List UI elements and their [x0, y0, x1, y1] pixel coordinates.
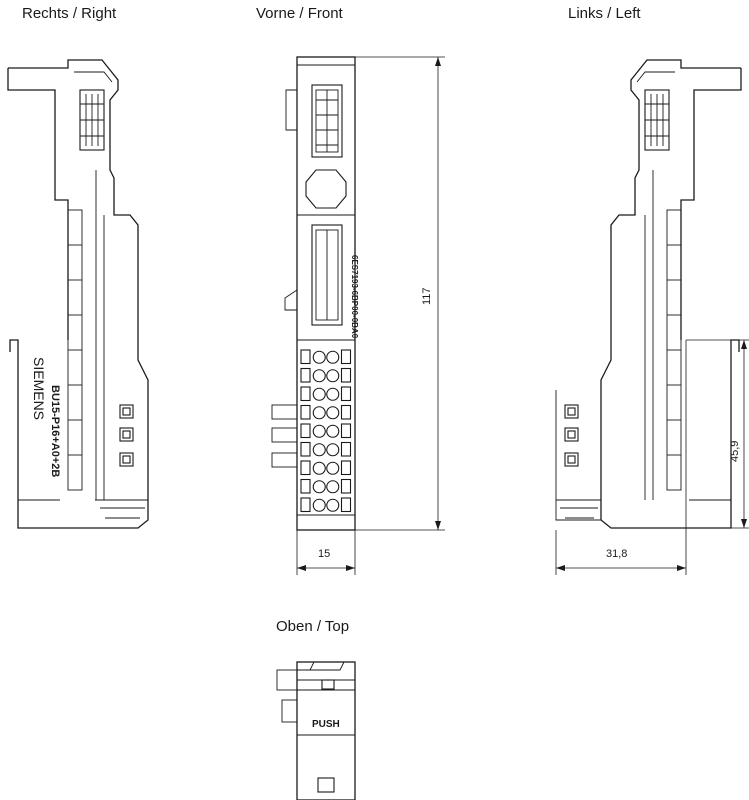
height-dimension-value: 117 — [421, 287, 433, 305]
brand-label: SIEMENS — [31, 357, 47, 420]
terminal-release-slot — [300, 404, 311, 420]
terminal-hole — [326, 350, 340, 364]
dimension-width-front — [296, 530, 356, 575]
article-number-label: 6ES7193-6BP00-0BA0 — [350, 255, 359, 339]
title-left-view: Links / Left — [568, 5, 641, 22]
terminal-hole — [312, 424, 326, 438]
terminal-hole — [312, 350, 326, 364]
terminal-release-slot — [300, 349, 311, 365]
terminal-hole — [312, 406, 326, 420]
terminal-hole — [326, 424, 340, 438]
terminal-hole — [326, 369, 340, 383]
top-view — [276, 661, 356, 800]
terminal-release-slot — [300, 460, 311, 476]
dimension-depth — [555, 340, 687, 575]
terminal-release-slot — [340, 386, 352, 402]
model-label: BU15-P16+A0+2B — [49, 385, 61, 477]
terminal-hole — [326, 461, 340, 475]
terminal-hole — [312, 461, 326, 475]
left-side-view — [555, 59, 742, 529]
terminal-release-slot — [300, 478, 311, 494]
terminal-hole — [312, 387, 326, 401]
terminal-hole — [326, 387, 340, 401]
terminal-hole — [326, 498, 340, 512]
dimension-height-partial — [686, 339, 749, 529]
terminal-release-slot — [340, 349, 352, 365]
terminal-release-slot — [300, 441, 311, 457]
terminal-release-slot — [300, 386, 311, 402]
terminal-hole — [312, 480, 326, 494]
terminal-release-slot — [300, 423, 311, 439]
title-right-view: Rechts / Right — [22, 5, 117, 22]
terminal-release-slot — [340, 441, 352, 457]
terminal-release-slot — [340, 478, 352, 494]
terminal-hole — [326, 443, 340, 457]
title-front-view: Vorne / Front — [256, 5, 343, 22]
depth-dimension-value: 31,8 — [606, 548, 627, 560]
terminal-hole — [326, 480, 340, 494]
front-view — [271, 56, 356, 531]
terminal-release-slot — [340, 404, 352, 420]
terminal-release-slot — [340, 460, 352, 476]
terminal-release-slot — [340, 367, 352, 383]
terminal-release-slot — [300, 367, 311, 383]
partial-height-dimension-value: 45,9 — [729, 441, 741, 462]
dimension-height — [355, 56, 445, 531]
terminal-release-slot — [340, 423, 352, 439]
width-dimension-value: 15 — [318, 548, 330, 560]
right-side-view — [7, 59, 149, 529]
terminal-hole — [312, 369, 326, 383]
terminal-release-slot — [340, 497, 352, 513]
terminal-hole — [312, 443, 326, 457]
title-top-view: Oben / Top — [276, 618, 350, 635]
terminal-hole — [312, 498, 326, 512]
terminal-release-slot — [300, 497, 311, 513]
terminal-hole — [326, 406, 340, 420]
push-label: PUSH — [312, 719, 340, 730]
